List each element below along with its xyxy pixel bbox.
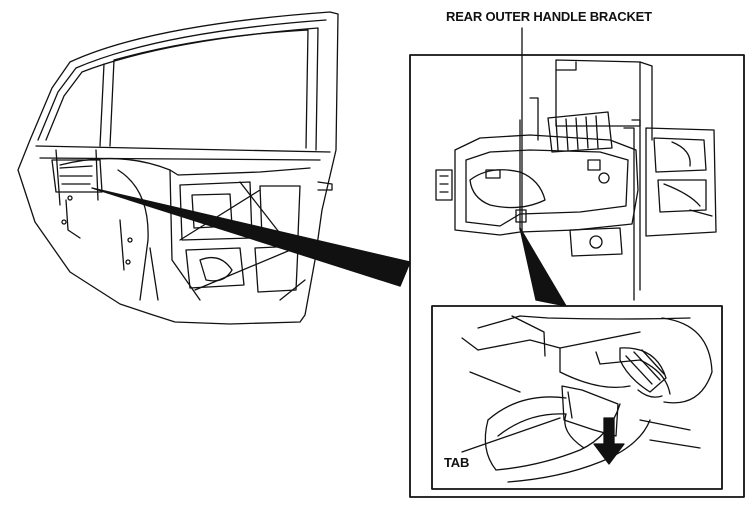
tab-leader-line <box>461 417 561 453</box>
down-arrow-icon <box>593 417 625 465</box>
detail-pointer-wedge <box>519 227 567 307</box>
tab-detail-illustration <box>461 315 713 483</box>
inset-frame-tab-detail <box>431 305 723 490</box>
rear-door-illustration <box>17 11 339 325</box>
inset-frame-bracket <box>409 54 745 498</box>
tab-label: TAB <box>444 455 470 470</box>
outer-handle-bracket-illustration <box>435 59 717 301</box>
bracket-label: REAR OUTER HANDLE BRACKET <box>446 9 652 24</box>
